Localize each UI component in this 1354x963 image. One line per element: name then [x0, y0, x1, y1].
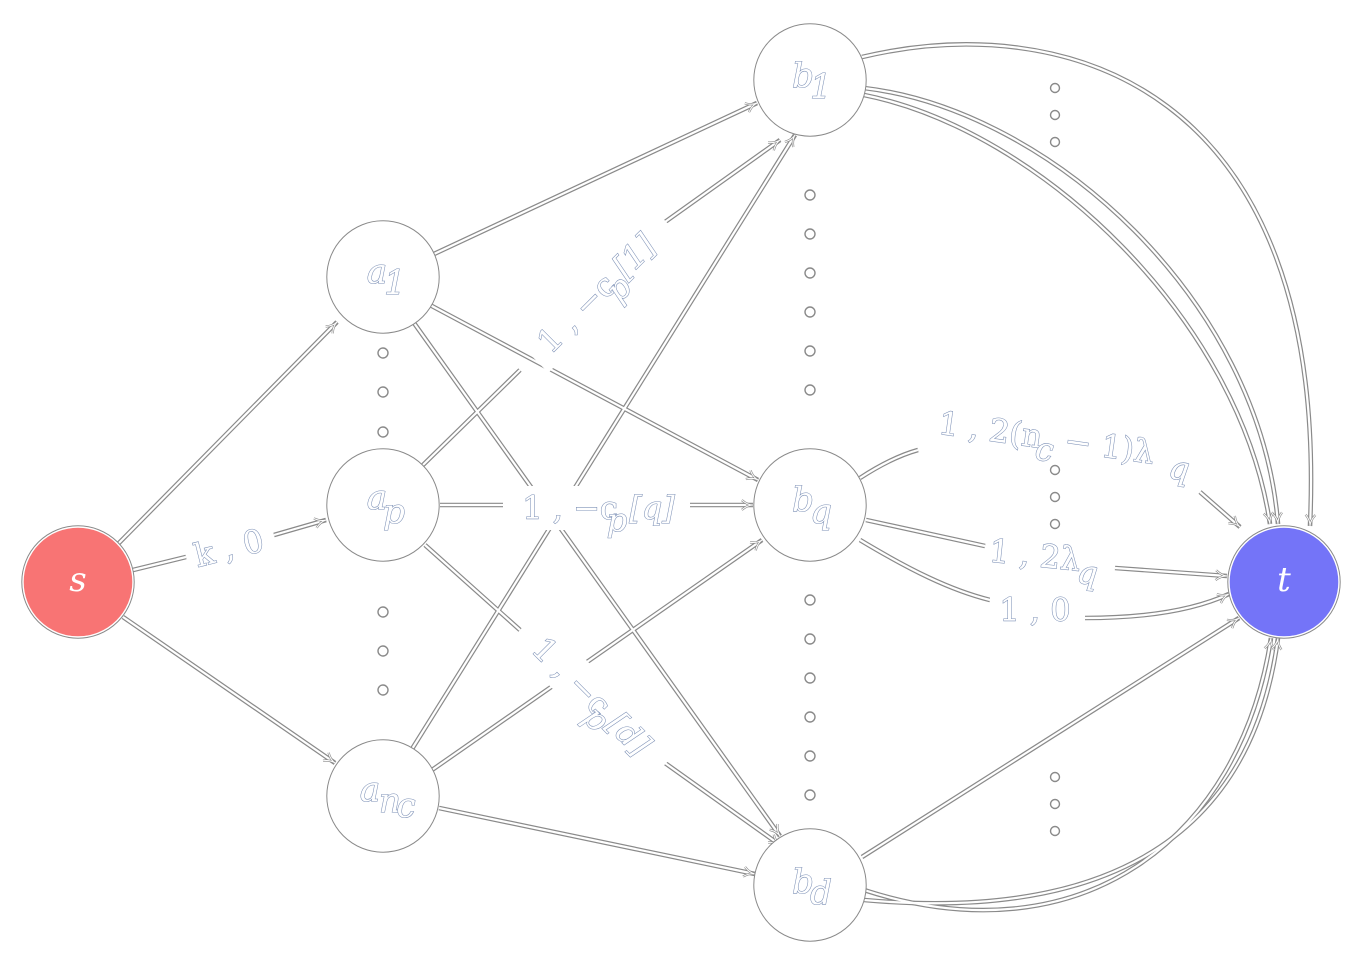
edge-a1-bd [413, 322, 781, 837]
node-ap-sub: p [383, 492, 405, 532]
edge-bd-t-b [863, 637, 1276, 912]
edge-label-ap-bq: 1 , −c p [q] [505, 486, 685, 540]
node-s[interactable]: s [21, 525, 135, 639]
node-anc-sub: n [379, 781, 401, 821]
node-a1-sub: 1 [384, 263, 406, 303]
edge-s-anc [122, 616, 336, 764]
node-a1-label: a [367, 252, 387, 292]
label-bq-t-mid-main: 1 , 2λ [988, 531, 1083, 578]
ellipsis-b1-bq [804, 189, 816, 396]
node-bd[interactable]: b d [753, 828, 867, 942]
edge-label-bq-t-mid: 1 , 2λ q [983, 528, 1107, 593]
edge-bd-t-c [863, 637, 1283, 905]
edge-s-a1 [117, 321, 338, 545]
edge-outline-bd-t-c [863, 637, 1281, 906]
edge-bq-t-a [859, 448, 1240, 527]
node-b1-label: b [792, 56, 814, 96]
edge-bq-t-b [865, 518, 1227, 576]
edge-label-ap-b1: 1 , −c p [1] [517, 207, 683, 373]
ellipsis-bq-t-edges [1049, 464, 1061, 530]
ellipsis-a1-ap [377, 347, 389, 438]
label-bq-t-top-sub2: q [1166, 448, 1192, 488]
edge-a1-b1 [433, 101, 758, 255]
label-ap-bq-sub: p [607, 501, 627, 539]
node-bd-sub: d [810, 873, 832, 913]
label-ap-bq-main: 1 , −c [522, 489, 618, 527]
label-ap-bq-idx: [q] [629, 489, 675, 527]
edge-b1-t-a [861, 43, 1317, 527]
edge-ap-b1 [422, 140, 780, 466]
edge-ap-bd [424, 544, 780, 845]
edge-s-ap [132, 520, 326, 572]
edge-b1-t-c [863, 93, 1275, 525]
node-b1-sub: 1 [810, 67, 832, 107]
edge-label-s-ap: k , 0 [182, 518, 276, 578]
node-anc[interactable]: a n c [326, 739, 440, 853]
label-bq-t-bot: 1 , 0 [999, 591, 1070, 629]
edge-bq-t-c [859, 539, 1229, 620]
node-anc-subsub: c [396, 786, 415, 826]
node-b1[interactable]: b 1 [753, 23, 867, 137]
label-bq-t-top-main: 1 , 2(n [936, 404, 1045, 456]
node-ap[interactable]: a p [326, 448, 440, 562]
node-bq-label: b [792, 480, 814, 520]
ellipsis-b1-t-edges [1049, 82, 1061, 148]
edge-label-bq-t-top: 1 , 2(n c − 1)λ q [923, 399, 1197, 489]
edge-outline-bd-t-b [863, 637, 1274, 913]
node-anc-label: a [360, 770, 380, 810]
node-t-label: t [1277, 560, 1291, 600]
edges [117, 43, 1317, 912]
nodes: s a 1 a p a n c b 1 [21, 23, 1341, 942]
ellipsis-ap-anc [377, 606, 389, 696]
edge-b1-t-b [863, 86, 1283, 525]
node-t[interactable]: t [1227, 525, 1341, 639]
node-s-label: s [69, 560, 86, 600]
ellipsis-bd-t-edges [1049, 771, 1061, 837]
node-bd-label: b [792, 862, 814, 902]
edge-anc-b1 [411, 134, 796, 750]
node-a1[interactable]: a 1 [326, 220, 440, 334]
edge-anc-bd [438, 806, 756, 878]
edges-outline [116, 42, 1314, 913]
edge-a1-bq [429, 304, 759, 482]
label-s-ap: k , 0 [190, 521, 267, 575]
label-bq-t-top-sub: c [1033, 429, 1056, 469]
ellipsis-bq-bd [804, 594, 816, 801]
edge-anc-bq [431, 539, 763, 771]
node-bq-sub: q [810, 492, 832, 532]
edge-label-bq-t-bot: 1 , 0 [990, 590, 1080, 630]
label-bq-t-mid-sub: q [1075, 553, 1099, 593]
edge-bd-t-a [861, 617, 1240, 858]
node-bq[interactable]: b q [753, 448, 867, 562]
node-ap-label: a [367, 478, 387, 518]
